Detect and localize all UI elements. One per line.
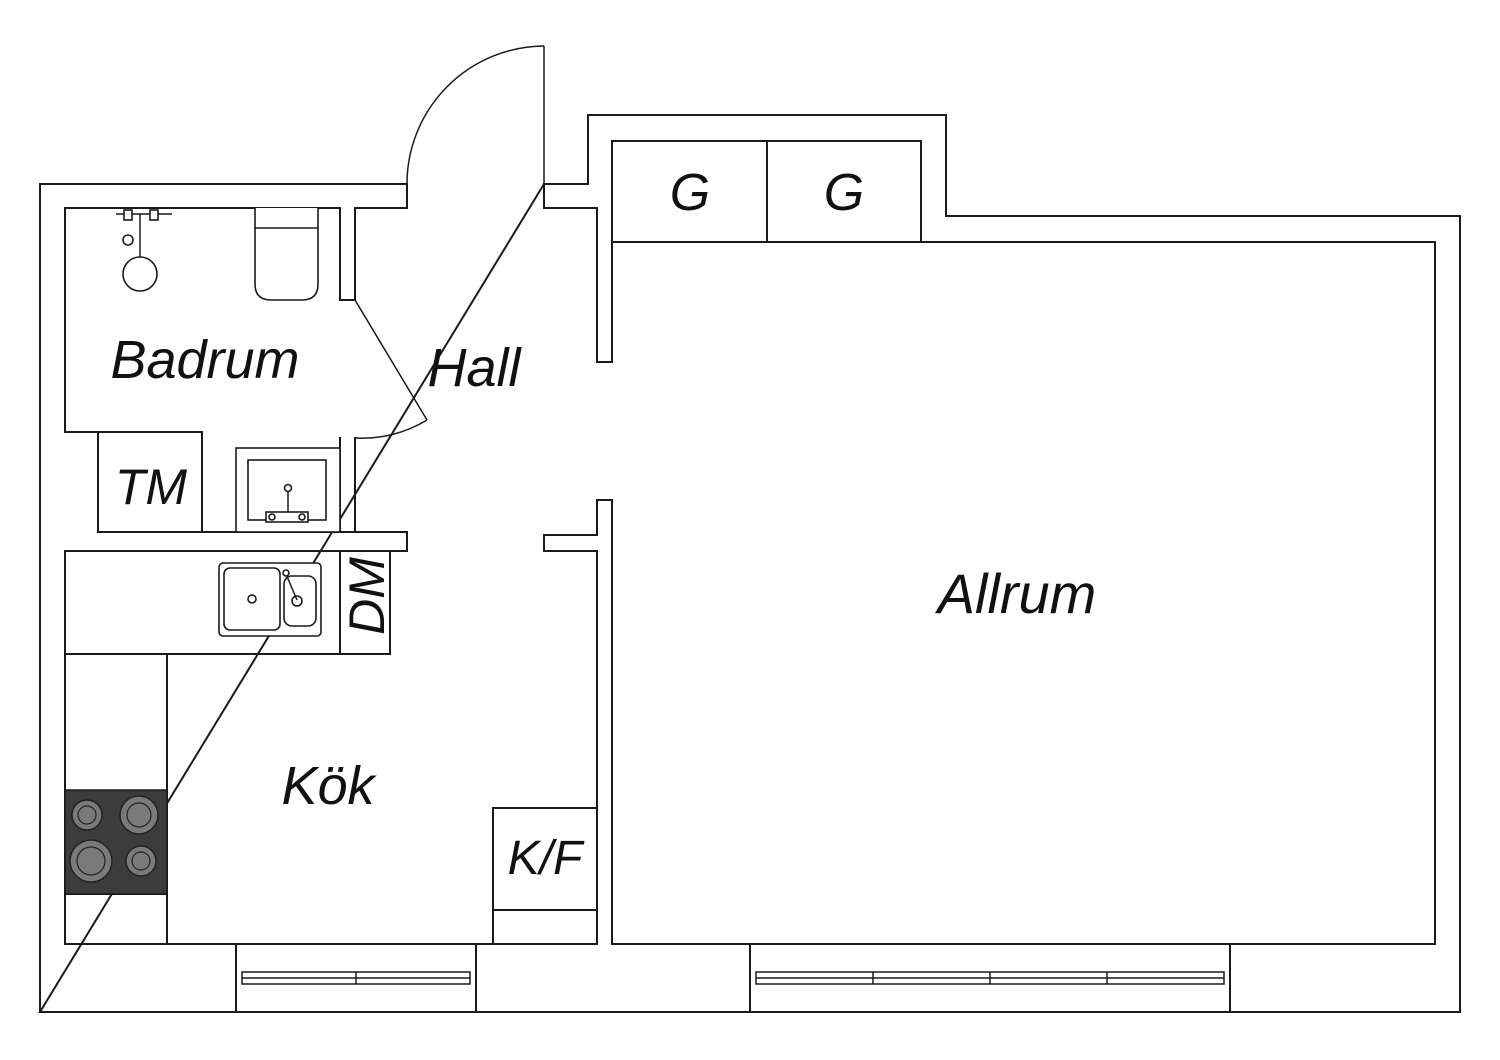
room-label-garderob-2: G [824, 164, 864, 222]
window-kitchen [235, 943, 477, 1013]
room-label-dm: DM [339, 557, 395, 635]
room-label-garderob-1: G [670, 164, 710, 222]
toilet-icon [254, 208, 319, 301]
room-label-kok: Kök [281, 756, 377, 816]
bathroom-door [354, 299, 428, 439]
bathroom-sink-icon [235, 447, 341, 533]
room-label-badrum: Badrum [110, 330, 299, 390]
outer-walls [38, 114, 1461, 1013]
room-label-hall: Hall [427, 338, 522, 398]
entrance-door [406, 45, 545, 185]
fridge-freezer [492, 807, 598, 945]
stove-icon [64, 789, 168, 895]
room-label-allrum: Allrum [935, 562, 1097, 625]
shower-icon [116, 209, 172, 292]
window-living-room [749, 943, 1231, 1013]
room-label-kf: K/F [508, 832, 585, 885]
room-label-tm: TM [115, 459, 188, 515]
kitchen-sink-icon [218, 562, 322, 637]
wardrobes [611, 140, 922, 243]
